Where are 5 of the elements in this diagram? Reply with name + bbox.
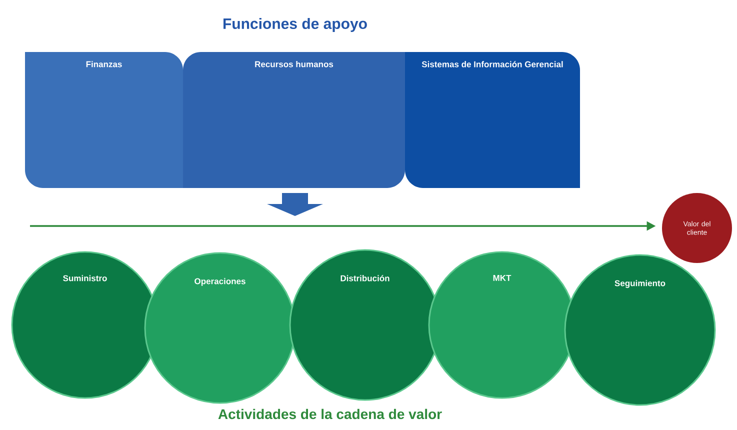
caption: Actividades de la cadena de valor (218, 408, 442, 420)
support-box: Finanzas (25, 52, 183, 188)
support-box: Sistemas de Información Gerencial (405, 52, 580, 188)
support-box: Recursos humanos (183, 52, 405, 188)
title: Funciones de apoyo (224, 18, 367, 32)
